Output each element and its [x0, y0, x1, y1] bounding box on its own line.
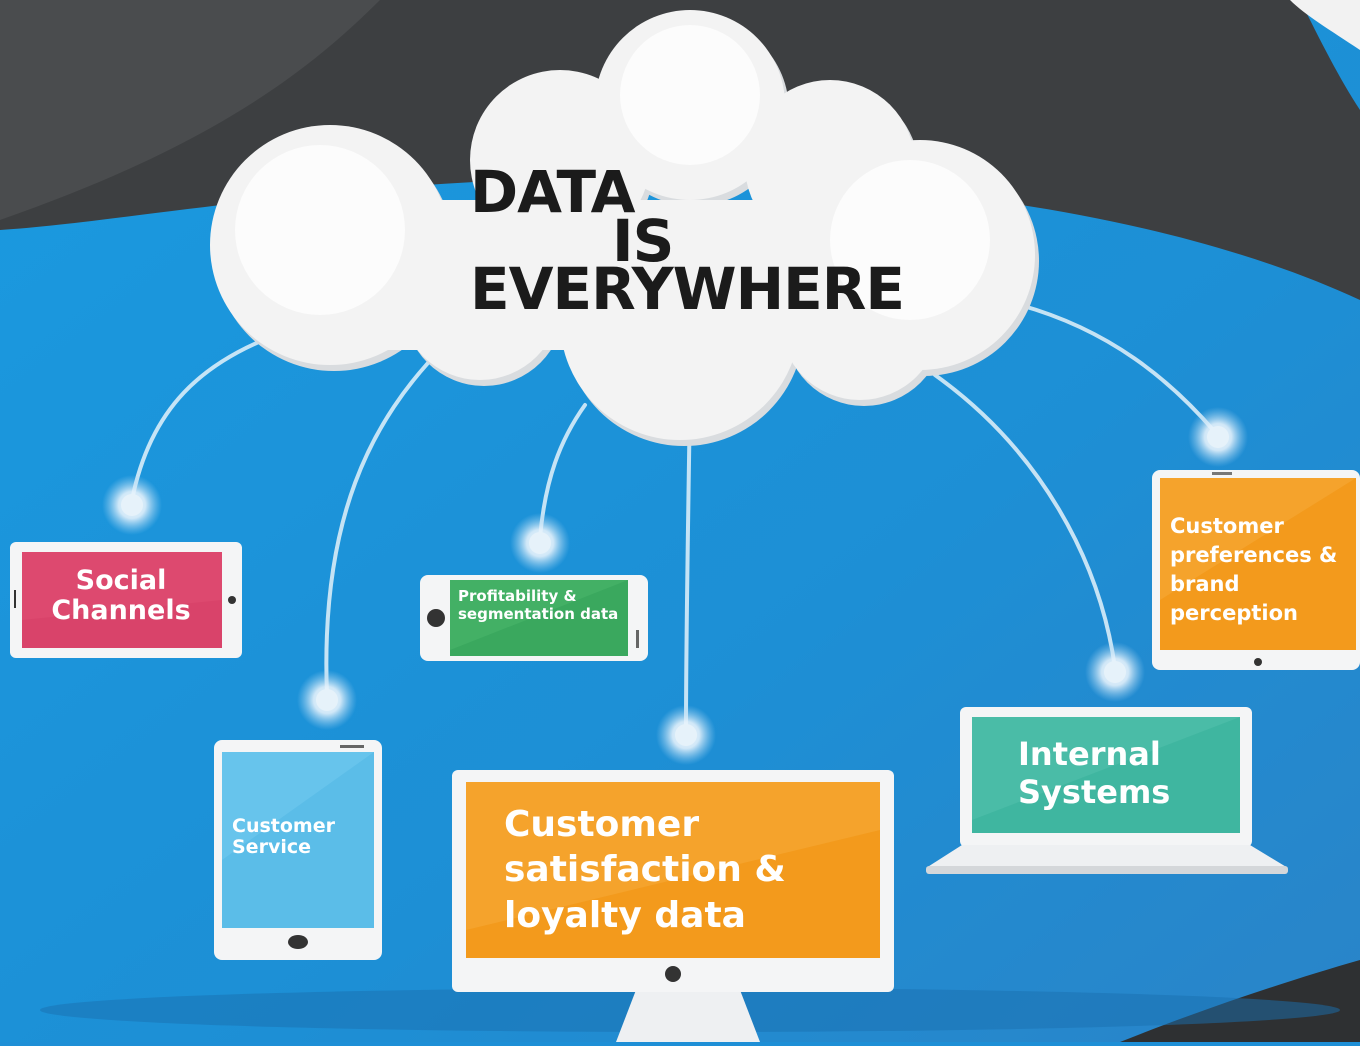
cloud-title: DATA IS EVERYWHERE — [470, 158, 905, 324]
title-line-data: DATA — [470, 158, 635, 226]
internal-systems-laptop — [926, 707, 1288, 874]
connection-nodes — [102, 407, 1248, 765]
connector-customer-satisfaction — [684, 398, 692, 732]
connector-internal-systems — [933, 373, 1117, 670]
connector-customer-preferences — [1018, 303, 1217, 434]
label-customer-satisfaction: Customer satisfaction & loyalty data — [504, 804, 786, 936]
label-internal-systems: Internal Systems — [1018, 735, 1171, 812]
customer-service-phone — [214, 740, 382, 960]
label-customer-service: Customer Service — [232, 815, 335, 859]
customer-preferences-tablet — [1152, 470, 1360, 670]
cloud — [210, 10, 1039, 446]
label-profitability: Profitability & segmentation data — [458, 587, 619, 623]
social-channels-tablet — [10, 542, 242, 658]
customer-satisfaction-monitor — [452, 770, 894, 1042]
background-white-corner — [1290, 0, 1360, 50]
background-dark-band-highlight — [0, 0, 380, 220]
title-line-everywhere: EVERYWHERE — [470, 255, 905, 324]
label-social-channels: Social Channels — [51, 565, 191, 627]
connector-customer-service — [324, 343, 447, 697]
label-customer-preferences: Customer preferences & brand perception — [1170, 514, 1338, 625]
title-line-is: IS — [612, 206, 674, 275]
profitability-phone — [420, 575, 648, 661]
